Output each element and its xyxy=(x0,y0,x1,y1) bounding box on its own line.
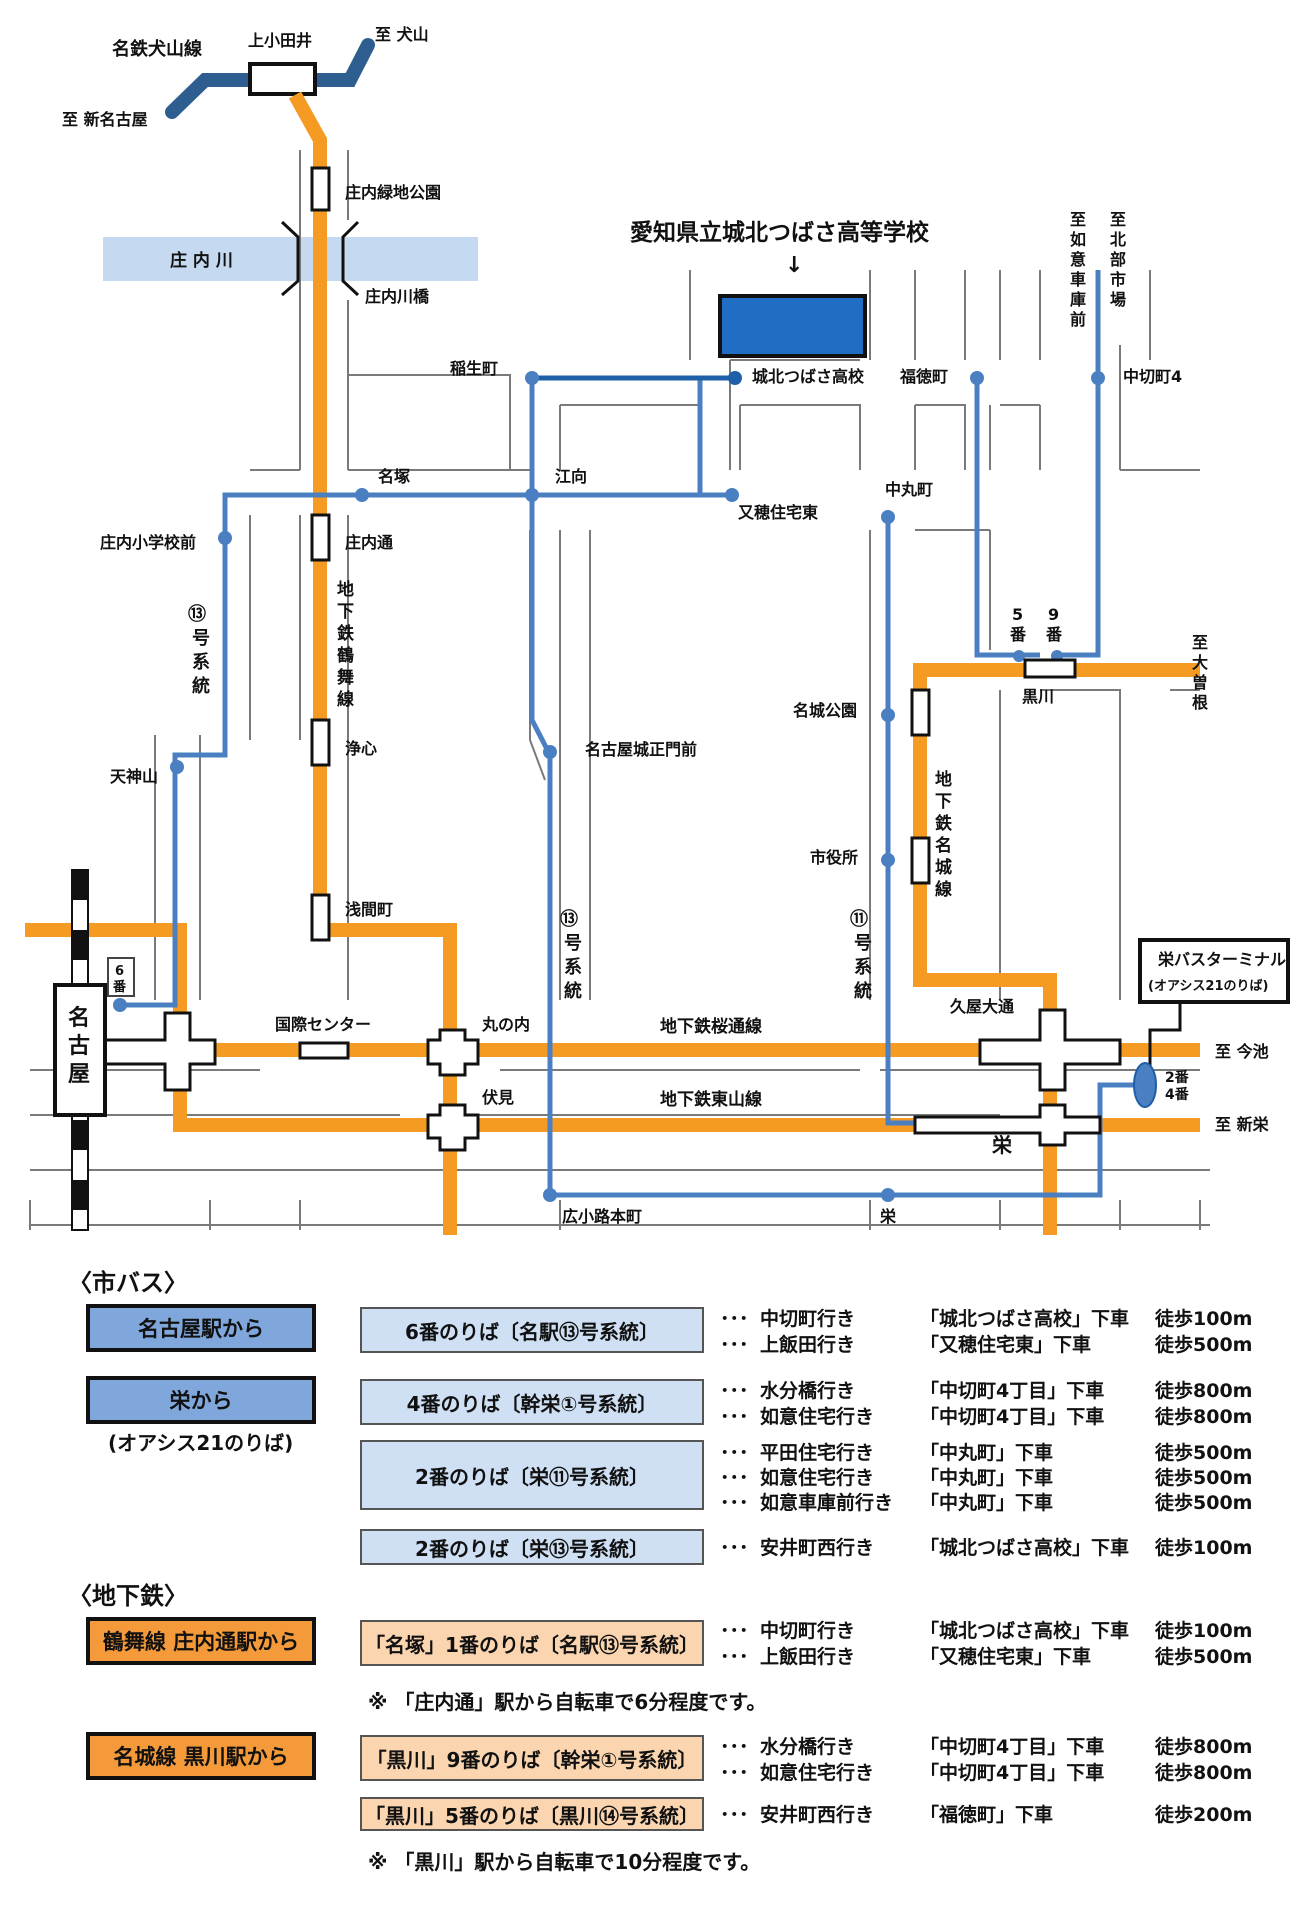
origin-sakae-sub: (オアシス21のりば) xyxy=(108,1431,294,1455)
stop-sakae-2b: 2番のりば〔栄⑬号系統〕 xyxy=(360,1529,704,1565)
label-to-shinsakae: 至 新栄 xyxy=(1215,1115,1270,1134)
label-meijo-line: 地下鉄名城線 xyxy=(935,769,952,900)
stop-meizuka-1: 「名塚」1番のりば〔名駅⑬号系統〕 xyxy=(360,1620,704,1666)
label-shiyakusho: 市役所 xyxy=(810,848,858,867)
note-kurokawa: ※ 「黒川」駅から自転車で10分程度です。 xyxy=(368,1850,761,1874)
note-shonai: ※ 「庄内通」駅から自転車で6分程度です。 xyxy=(368,1690,767,1714)
label-kokusai: 国際センター xyxy=(275,1015,371,1034)
label-to-shin-nagoya: 至 新名古屋 xyxy=(62,110,148,129)
subway-section-title: 〈地下鉄〉 xyxy=(68,1582,188,1610)
label-sakae-big: 栄 xyxy=(991,1133,1013,1157)
bus-stops xyxy=(113,371,1105,1202)
origin-nagoya: 名古屋駅から xyxy=(86,1304,316,1352)
origin-kurokawa: 名城線 黒川駅から xyxy=(86,1732,316,1780)
sakae-terminal-dot xyxy=(1133,1062,1157,1108)
label-eko: 江向 xyxy=(555,467,587,486)
bus-section-title: 〈市バス〉 xyxy=(68,1269,188,1297)
label-fukutokucho: 福徳町 xyxy=(899,367,948,386)
label-to-inuyama: 至 犬山 xyxy=(375,25,429,44)
school-building xyxy=(718,294,867,358)
label-tenjinyama: 天神山 xyxy=(110,767,158,786)
label-nakagiricho4: 中切町4 xyxy=(1123,367,1182,386)
label-kurokawa: 黒川 xyxy=(1022,687,1054,706)
label-sengencho: 浅間町 xyxy=(345,900,393,919)
sakae-terminal-box xyxy=(1138,938,1290,1004)
label-shonai-ryokuchi: 庄内緑地公園 xyxy=(345,183,441,202)
sakae-terminal-pointer xyxy=(1148,1002,1182,1068)
nagoya-station-box xyxy=(53,983,107,1117)
label-river: 庄 内 川 xyxy=(170,250,233,271)
label-hisaya: 久屋大通 xyxy=(950,997,1014,1016)
label-higashiyama: 地下鉄東山線 xyxy=(660,1089,762,1110)
label-inaocho: 稲生町 xyxy=(450,359,498,378)
label-fushimi: 伏見 xyxy=(482,1088,514,1107)
label-oasis: (オアシス21のりば) xyxy=(1148,979,1268,994)
label-to-nyoi: 至如意車庫前 xyxy=(1070,210,1086,329)
label-hirokoji: 広小路本町 xyxy=(562,1207,642,1226)
label-river-bridge: 庄内川橋 xyxy=(365,287,430,306)
stop-kurokawa-5: 「黒川」5番のりば〔黒川⑭号系統〕 xyxy=(360,1797,704,1831)
label-to-ozone: 至大曽根 xyxy=(1192,633,1208,712)
stop-kurokawa-9: 「黒川」9番のりば〔幹栄①号系統〕 xyxy=(360,1735,704,1781)
stop-sakae-2a: 2番のりば〔栄⑪号系統〕 xyxy=(360,1440,704,1510)
label-to-market: 至北部市場 xyxy=(1110,210,1126,309)
label-joshin: 浄心 xyxy=(345,739,377,758)
label-sakae-stop: 栄 xyxy=(879,1207,897,1226)
stop-sakae-4: 4番のりば〔幹栄①号系統〕 xyxy=(360,1379,704,1425)
label-meijo-koen: 名城公園 xyxy=(793,701,857,720)
meitetsu-line xyxy=(165,38,375,119)
label-sakuradori: 地下鉄桜通線 xyxy=(660,1016,762,1037)
bridge-right xyxy=(341,220,360,297)
label-school: 愛知県立城北つばさ高等学校 xyxy=(630,219,930,246)
label-nakamarucho: 中丸町 xyxy=(885,480,933,499)
label-school-arrow: ↓ xyxy=(785,253,803,278)
river-band xyxy=(103,237,478,281)
stop-nagoya-6: 6番のりば〔名駅⑬号系統〕 xyxy=(360,1307,704,1353)
label-joho-stop: 城北つばさ高校 xyxy=(752,367,865,386)
origin-sakae: 栄から xyxy=(86,1376,316,1424)
label-tsurumai: 地下鉄鶴舞線 xyxy=(337,579,354,710)
label-kamiotai: 上小田井 xyxy=(248,31,312,50)
label-nagoya: 名古屋 xyxy=(68,1005,90,1087)
label-sakae-terminal: 栄バスターミナル xyxy=(1157,950,1286,969)
label-castle-gate: 名古屋城正門前 xyxy=(585,740,697,759)
platform6-box xyxy=(107,957,135,997)
label-meizuka: 名塚 xyxy=(378,467,410,486)
label-shonai-dori: 庄内通 xyxy=(345,533,393,552)
label-marunouchi: 丸の内 xyxy=(481,1015,530,1034)
route-map: 名鉄犬山線 上小田井 至 犬山 至 新名古屋 庄内緑地公園 庄 内 川 庄内川橋… xyxy=(25,25,1290,1235)
label-matahojutaku: 又穂住宅東 xyxy=(737,503,818,522)
label-meitetsu: 名鉄犬山線 xyxy=(112,38,202,60)
label-shonai-elem: 庄内小学校前 xyxy=(100,533,196,552)
bridge-left xyxy=(280,220,300,297)
origin-shonai: 鶴舞線 庄内通駅から xyxy=(86,1617,316,1665)
kamiotai-station xyxy=(248,62,317,96)
label-to-imaike: 至 今池 xyxy=(1215,1042,1269,1061)
